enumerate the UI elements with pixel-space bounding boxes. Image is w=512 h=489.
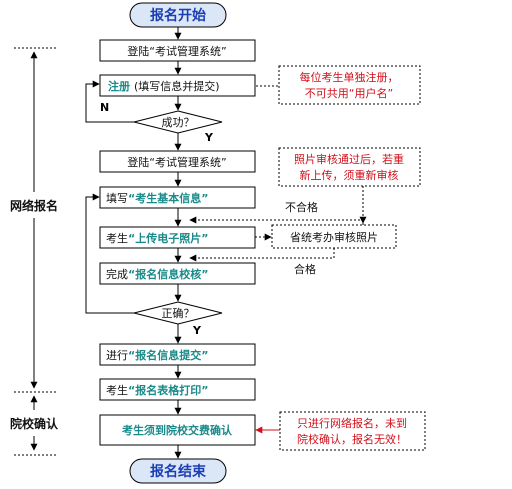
note-reupload: 照片审核通过后，若重 新上传，须重新审核	[278, 147, 421, 187]
step-login-2: 登陆“考试管理系统”	[99, 150, 256, 173]
svg-text:报名开始: 报名开始	[150, 7, 206, 24]
step-login-1: 登陆“考试管理系统”	[99, 39, 256, 62]
svg-text:考生须到院校交费确认: 考生须到院校交费确认	[122, 423, 233, 437]
note-unique-register: 每位考生单独注册， 不可共用“用户名”	[278, 65, 421, 105]
svg-text:只进行网络报名，未到: 只进行网络报名，未到	[297, 416, 407, 430]
decision-success: 成功？	[133, 110, 223, 134]
start-terminal: 报名开始	[129, 2, 227, 28]
step-upload-photo: 考生“上传电子照片”	[99, 226, 256, 249]
label-yes-1: Y	[204, 131, 214, 144]
decision-correct: 正确？	[133, 301, 223, 325]
phase-label-school: 院校确认	[10, 416, 59, 431]
svg-text:填写“考生基本信息”: 填写“考生基本信息”	[106, 191, 208, 205]
label-fail: 不合格	[285, 200, 318, 214]
svg-text:考生“上传电子照片”: 考生“上传电子照片”	[106, 231, 208, 245]
svg-text:成功？: 成功？	[162, 116, 195, 129]
label-no-1: N	[100, 101, 109, 114]
svg-text:完成“报名信息校核”: 完成“报名信息校核”	[106, 267, 208, 281]
phase-bracket-school: 院校确认	[10, 395, 59, 456]
svg-text:正确？: 正确？	[162, 307, 195, 320]
svg-text:登陆“考试管理系统”: 登陆“考试管理系统”	[127, 155, 226, 169]
svg-text:注册(填写信息并提交): 注册(填写信息并提交)	[108, 79, 220, 93]
step-review-photo: 省统考办审核照片	[271, 224, 397, 249]
svg-text:登陆“考试管理系统”: 登陆“考试管理系统”	[127, 44, 226, 58]
phase-bracket-online: 网络报名	[10, 47, 58, 393]
step-print-form: 考生“报名表格打印”	[99, 378, 256, 401]
label-pass: 合格	[294, 262, 316, 276]
svg-text:新上传，须重新审核: 新上传，须重新审核	[300, 168, 399, 182]
svg-text:每位考生单独注册，: 每位考生单独注册，	[300, 70, 399, 84]
step-submit-info: 进行“报名信息提交”	[99, 343, 256, 366]
phase-label-online: 网络报名	[10, 198, 58, 213]
svg-text:考生“报名表格打印”: 考生“报名表格打印”	[106, 383, 208, 397]
svg-text:报名结束: 报名结束	[150, 463, 207, 480]
svg-text:进行“报名信息提交”: 进行“报名信息提交”	[106, 348, 208, 362]
note-confirm-required: 只进行网络报名，未到 院校确认，报名无效！	[279, 411, 426, 451]
end-terminal: 报名结束	[129, 458, 227, 484]
svg-text:不可共用“用户名”: 不可共用“用户名”	[305, 86, 393, 100]
label-yes-2: Y	[192, 324, 202, 337]
step-school-confirm: 考生须到院校交费确认	[99, 414, 256, 446]
svg-text:院校确认，报名无效！: 院校确认，报名无效！	[297, 432, 407, 446]
step-fill-info: 填写“考生基本信息”	[99, 186, 256, 209]
svg-text:省统考办审核照片: 省统考办审核照片	[290, 230, 378, 244]
step-verify-info: 完成“报名信息校核”	[99, 262, 256, 285]
step-register: 注册(填写信息并提交)	[99, 74, 256, 97]
svg-text:照片审核通过后，若重: 照片审核通过后，若重	[294, 152, 404, 166]
